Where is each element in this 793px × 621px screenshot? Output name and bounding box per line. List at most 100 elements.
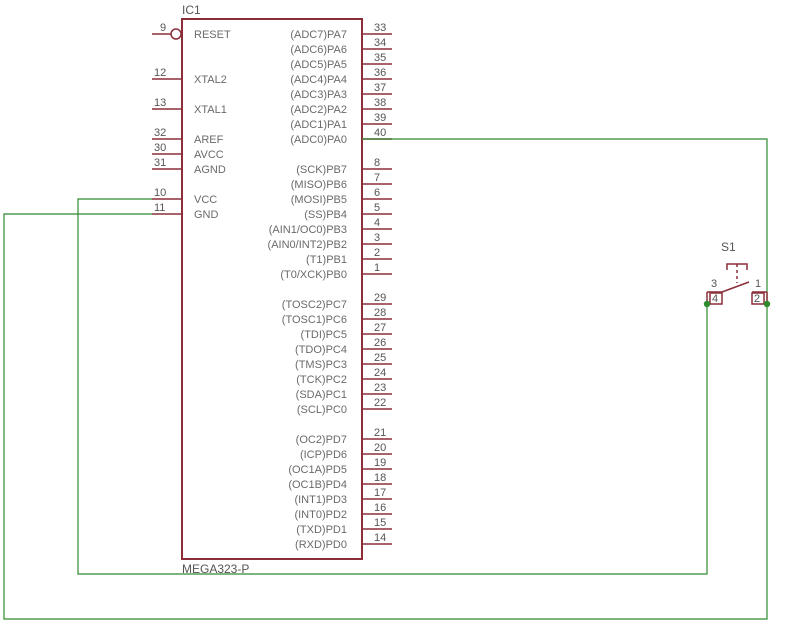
- pin-number: 31: [154, 157, 166, 169]
- right-pin: 19 (OC1A)PD5: [288, 457, 392, 476]
- pin-label: (ADC0)PA0: [290, 134, 347, 146]
- left-pin-10: 10 VCC: [152, 187, 217, 206]
- pin-label: (AIN1/OC0)PB3: [269, 224, 347, 236]
- pin-number: 3: [374, 232, 380, 244]
- pin-number: 6: [374, 187, 380, 199]
- pin-number: 39: [374, 112, 386, 124]
- pin-label: (TCK)PC2: [296, 374, 347, 386]
- pin-label: (TDI)PC5: [301, 329, 347, 341]
- pin-number: 1: [374, 262, 380, 274]
- right-pin: 24 (TCK)PC2: [296, 367, 392, 386]
- pin-number: 28: [374, 307, 386, 319]
- right-pin: 21 (OC2)PD7: [296, 427, 392, 446]
- left-pin-31: 31 AGND: [152, 157, 226, 176]
- switch-pin-box-2: [751, 292, 765, 305]
- pin-label: AREF: [194, 134, 224, 146]
- switch-pin-3: 3: [711, 278, 717, 290]
- switch-pin-1: 1: [755, 278, 761, 290]
- right-pin: 23(SDA)PC1: [296, 382, 392, 401]
- pin-label: (ADC7)PA7: [290, 29, 347, 41]
- right-pin: 16(INT0)PD2: [294, 502, 392, 521]
- pin-label: XTAL1: [194, 104, 227, 116]
- pin-label: (MOSI)PB5: [291, 194, 347, 206]
- right-pin: 39 (ADC1)PA1: [290, 112, 392, 131]
- right-pin: 33(ADC7)PA7: [290, 22, 392, 41]
- right-pin: 20(ICP)PD6: [300, 442, 392, 461]
- pin-label: (T1)PB1: [306, 254, 347, 266]
- right-pin: 5 (SS)PB4: [304, 202, 392, 221]
- wire-vcc-to-switch: [77, 198, 708, 575]
- pin-label: (TOSC2)PC7: [282, 299, 347, 311]
- right-pin: 38 (ADC2)PA2: [290, 97, 392, 116]
- pin-label: (ADC2)PA2: [290, 104, 347, 116]
- pin-label: AGND: [194, 164, 226, 176]
- right-pin: 15(TXD)PD1: [296, 517, 392, 536]
- pin-label: (TOSC1)PC6: [282, 314, 347, 326]
- pin-label: (ADC5)PA5: [290, 59, 347, 71]
- pin-number: 8: [374, 157, 380, 169]
- pin-number: 27: [374, 322, 386, 334]
- right-pin: 22(SCL)PC0: [297, 397, 392, 416]
- right-pin: 2(T1)PB1: [306, 247, 392, 266]
- right-pin: 27 (TDI)PC5: [301, 322, 392, 341]
- right-pin: 7 (MISO)PB6: [291, 172, 392, 191]
- pin-number: 23: [374, 382, 386, 394]
- pin-number: 26: [374, 337, 386, 349]
- pin-number: 18: [374, 472, 386, 484]
- right-pin: 25(TMS)PC3: [295, 352, 392, 371]
- left-pin-9: 9 RESET: [152, 22, 231, 41]
- switch-pin-box-4: [709, 292, 723, 305]
- pin-number: 29: [374, 292, 386, 304]
- pin-label: (INT0)PD2: [294, 509, 347, 521]
- pin-number: 32: [154, 127, 166, 139]
- left-pin-11: 11 GND: [152, 202, 219, 221]
- wire-pa0-to-switch: [362, 138, 768, 304]
- pin-label: (SS)PB4: [304, 209, 347, 221]
- pin-number: 7: [374, 172, 380, 184]
- right-pin: 36(ADC4)PA4: [290, 67, 392, 86]
- ic-body: [181, 18, 363, 560]
- pin-number: 38: [374, 97, 386, 109]
- inversion-bubble: [170, 28, 182, 40]
- pin-number: 9: [160, 22, 166, 34]
- switch-designator: S1: [721, 240, 736, 254]
- left-pin-30: 30 AVCC: [152, 142, 224, 161]
- right-pin: 35 (ADC5)PA5: [290, 52, 392, 71]
- pin-label: (ADC4)PA4: [290, 74, 347, 86]
- pin-label: (TDO)PC4: [295, 344, 347, 356]
- pin-number: 34: [374, 37, 386, 49]
- pin-label: (OC2)PD7: [296, 434, 347, 446]
- junction-right: [763, 300, 771, 308]
- pin-number: 5: [374, 202, 380, 214]
- pin-number: 40: [374, 127, 386, 139]
- left-pin-32: 32 AREF: [152, 127, 224, 146]
- pin-label: (SCK)PB7: [296, 164, 347, 176]
- switch-pin-2: 2: [754, 293, 760, 305]
- pin-label: GND: [194, 209, 219, 221]
- switch-s1: S1 3 1 4 2: [706, 240, 768, 305]
- switch-pin-4: 4: [712, 293, 718, 305]
- pin-number: 17: [374, 487, 386, 499]
- pin-label: (SCL)PC0: [297, 404, 347, 416]
- right-pin: 17 (INT1)PD3: [294, 487, 392, 506]
- pin-label: (ADC1)PA1: [290, 119, 347, 131]
- pin-label: (MISO)PB6: [291, 179, 347, 191]
- pin-number: 20: [374, 442, 386, 454]
- pin-label: (INT1)PD3: [294, 494, 347, 506]
- pin-number: 21: [374, 427, 386, 439]
- pin-label: (OC1A)PD5: [288, 464, 347, 476]
- pin-number: 24: [374, 367, 386, 379]
- right-pin: 37(ADC3)PA3: [290, 82, 392, 101]
- right-pin: 8 (SCK)PB7: [296, 157, 392, 176]
- pin-number: 35: [374, 52, 386, 64]
- pin-number: 19: [374, 457, 386, 469]
- right-pin: 4 (AIN1/OC0)PB3: [269, 217, 392, 236]
- pin-number: 4: [374, 217, 380, 229]
- pin-label: (TMS)PC3: [295, 359, 347, 371]
- right-pin: 28 (TOSC1)PC6: [282, 307, 392, 326]
- pin-number: 13: [154, 97, 166, 109]
- pin-label: (T0/XCK)PB0: [280, 269, 347, 281]
- switch-contact: [721, 281, 750, 293]
- right-pin: 14(RXD)PD0: [295, 532, 392, 551]
